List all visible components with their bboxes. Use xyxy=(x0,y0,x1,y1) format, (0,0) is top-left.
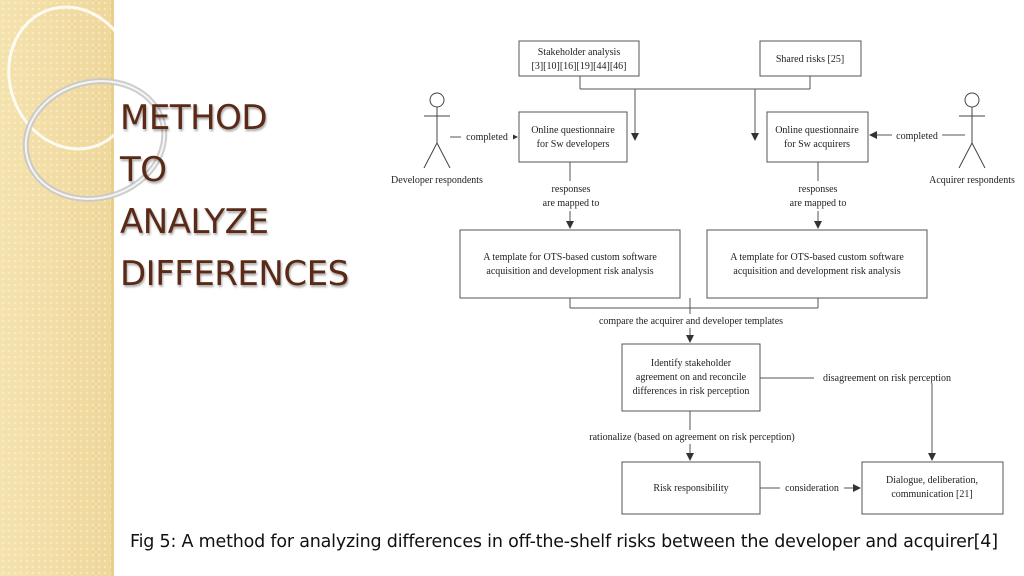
questionnaire-dev-box xyxy=(518,111,628,163)
questionnaire-dev-line2: for Sw developers xyxy=(537,139,610,150)
responses-left-line2: are mapped to xyxy=(543,198,600,209)
template-right-line1: A template for OTS-based custom software xyxy=(730,252,904,263)
dialogue-line2: communication [21] xyxy=(891,489,972,500)
title-line-1: METHOD xyxy=(120,98,268,138)
questionnaire-dev-line1: Online questionnaire xyxy=(531,125,615,136)
consideration-label: consideration xyxy=(785,483,839,494)
developer-respondents-label: Developer respondents xyxy=(391,175,483,186)
responses-right-line1: responses xyxy=(799,184,838,195)
template-right-box xyxy=(706,229,928,299)
figure-caption: Fig 5: A method for analyzing difference… xyxy=(130,532,998,552)
title-line-4: DIFFERENCES xyxy=(120,254,349,294)
questionnaire-acq-box xyxy=(766,111,869,163)
stakeholder-analysis-box xyxy=(518,40,640,77)
acquirer-respondents-label: Acquirer respondents xyxy=(929,175,1015,186)
completed-left-label: completed xyxy=(466,132,508,143)
title-line-3: ANALYZE xyxy=(120,202,269,242)
stakeholder-analysis-line1: Stakeholder analysis xyxy=(538,47,621,58)
template-left-line1: A template for OTS-based custom software xyxy=(483,252,657,263)
template-left-box xyxy=(459,229,681,299)
stakeholder-analysis-line2: [3][10][16][19][44][46] xyxy=(532,61,627,72)
identify-box xyxy=(621,343,761,412)
shared-risks-box xyxy=(759,40,862,77)
questionnaire-acq-line2: for Sw acquirers xyxy=(784,139,850,150)
responses-right-line2: are mapped to xyxy=(790,198,847,209)
risk-responsibility-box xyxy=(621,461,761,515)
identify-line1: Identify stakeholder xyxy=(651,358,732,369)
sidebar-edge xyxy=(111,0,114,576)
template-right-line2: acquisition and development risk analysi… xyxy=(733,266,900,277)
slide-title: METHOD TO ANALYZE DIFFERENCES xyxy=(120,92,349,300)
identify-line3: differences in risk perception xyxy=(633,386,750,397)
title-line-2: TO xyxy=(120,150,167,190)
dialogue-box xyxy=(861,461,1004,515)
risk-responsibility-label: Risk responsibility xyxy=(653,483,728,494)
shared-risks-label: Shared risks [25] xyxy=(776,54,844,65)
responses-left-line1: responses xyxy=(552,184,591,195)
identify-line2: agreement on and reconcile xyxy=(636,372,747,383)
completed-right-label: completed xyxy=(896,131,938,142)
rationalize-label: rationalize (based on agreement on risk … xyxy=(589,432,794,443)
template-left-line2: acquisition and development risk analysi… xyxy=(486,266,653,277)
questionnaire-acq-line1: Online questionnaire xyxy=(775,125,859,136)
developer-actor-icon xyxy=(423,92,451,169)
disagreement-label: disagreement on risk perception xyxy=(823,373,951,384)
dialogue-line1: Dialogue, deliberation, xyxy=(886,475,978,486)
acquirer-actor-icon xyxy=(958,92,986,169)
compare-label: compare the acquirer and developer templ… xyxy=(599,316,783,327)
